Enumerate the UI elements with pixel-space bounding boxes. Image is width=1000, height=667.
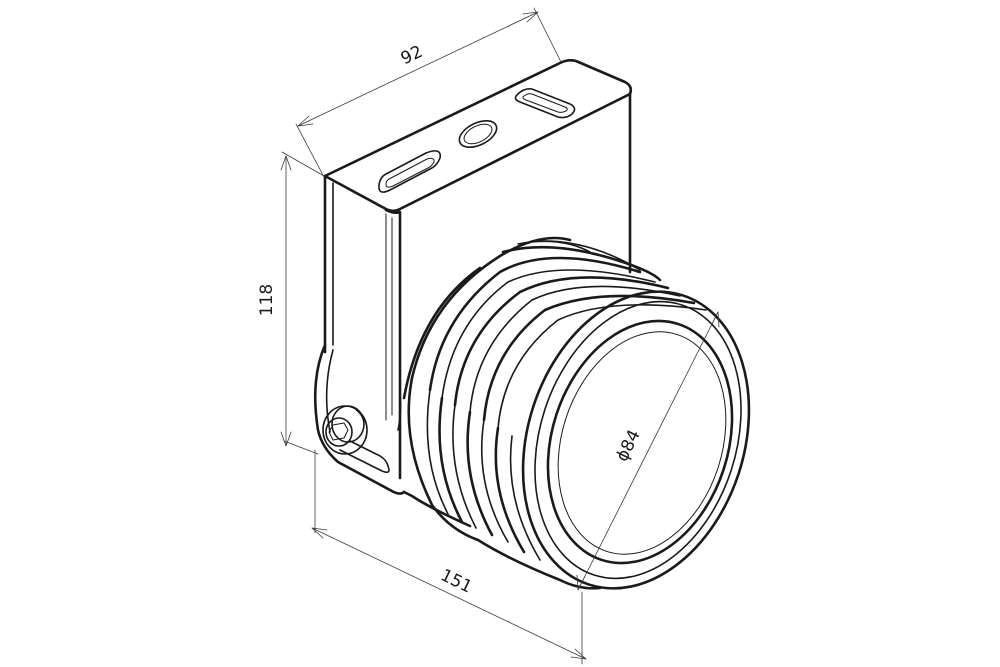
socket-screw (322, 405, 368, 455)
dimension-height: 118 (257, 151, 325, 455)
top-slot-rear (514, 88, 576, 119)
dimension-diameter-label: ϕ84 (612, 427, 644, 465)
top-slot-front (378, 150, 442, 193)
mounting-bracket (323, 59, 633, 480)
lamp-front-face (521, 290, 751, 590)
dimension-height-label: 118 (257, 284, 277, 316)
dimension-length: 151 (311, 449, 587, 665)
dimension-width-label: 92 (398, 42, 426, 69)
dimension-length-label: 151 (437, 565, 475, 597)
top-hole-center (458, 119, 498, 149)
lamp-body (402, 236, 707, 590)
